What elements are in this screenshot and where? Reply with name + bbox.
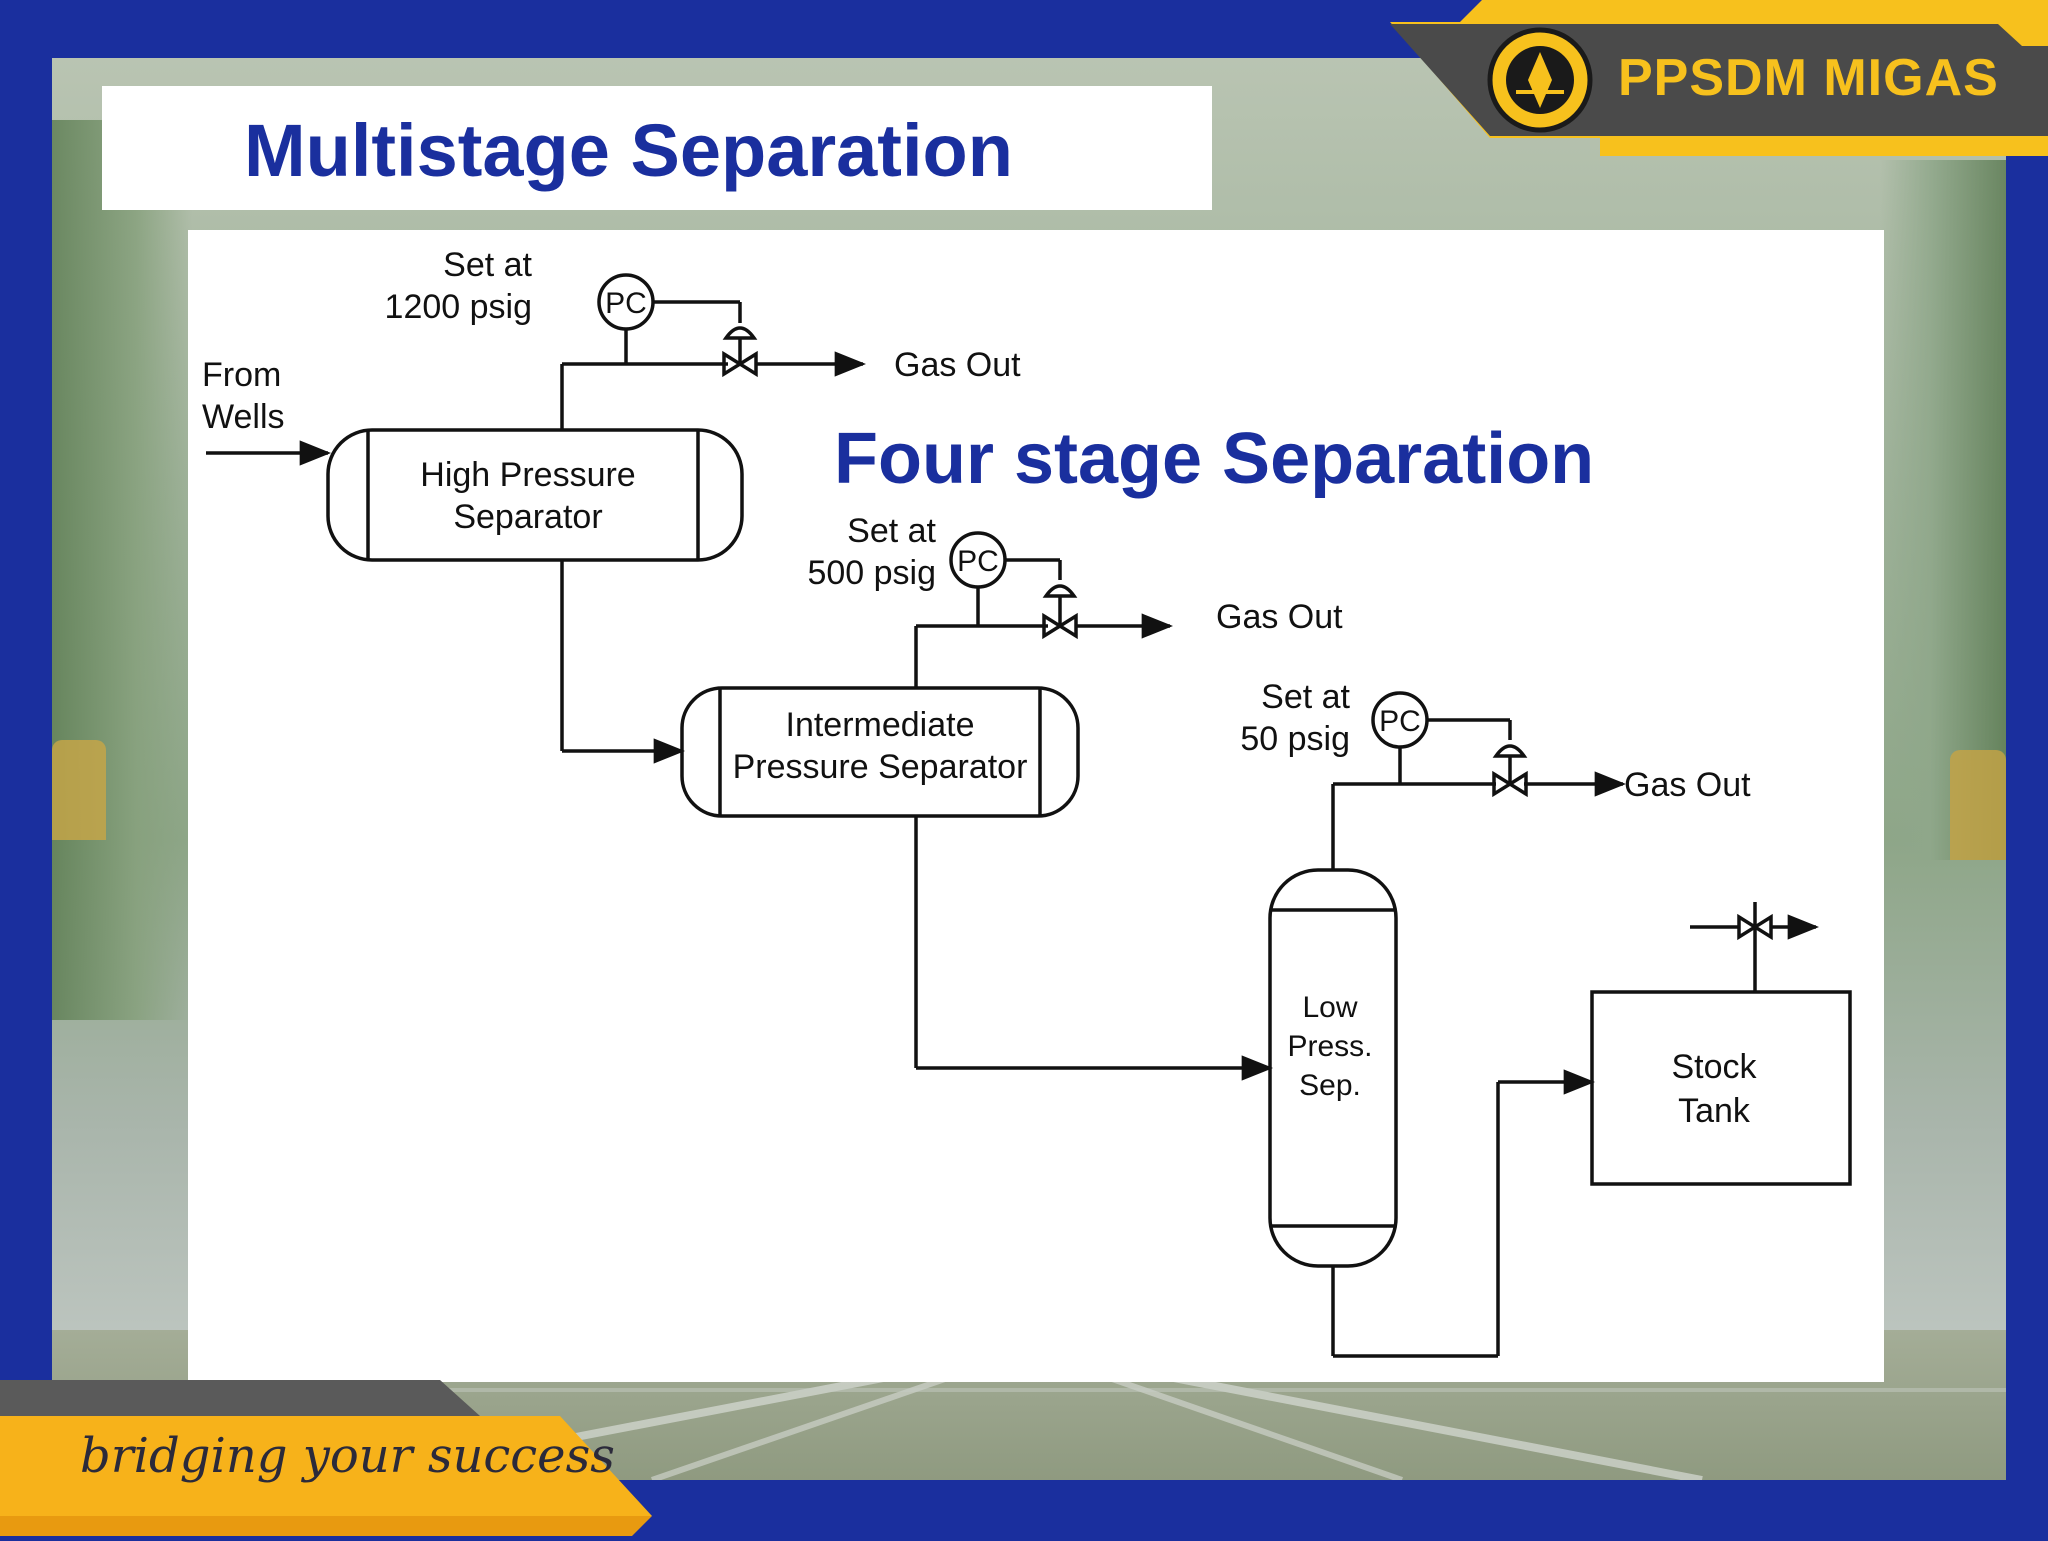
- lp-setpoint-label-2: 50 psig: [1240, 720, 1350, 758]
- title-box: [102, 86, 1212, 210]
- brand-header: [1390, 0, 2048, 160]
- ip-separator-vessel: [680, 686, 1080, 818]
- lp-control-valve: [1492, 770, 1528, 798]
- diagram-subtitle: Four stage Separation: [834, 419, 1595, 499]
- slide-title: Multistage Separation: [244, 109, 1013, 192]
- ministry-logo-icon: [1487, 27, 1593, 133]
- footer-tagline-tab: [0, 1380, 660, 1536]
- lp-setpoint-label-1: Set at: [1261, 678, 1350, 716]
- brand-name: PPSDM MIGAS: [1618, 49, 1999, 107]
- ip-valve-actuator: [1042, 584, 1078, 598]
- hp-gas-out-label: Gas Out: [894, 346, 1021, 384]
- hp-control-valve: [722, 350, 758, 378]
- inlet-label-1: From: [202, 356, 281, 394]
- separation-diagram: From Wells High Pressure Separator Set a…: [188, 230, 1884, 1382]
- stock-tank-label-2: Tank: [1678, 1092, 1751, 1130]
- ip-gas-out-label: Gas Out: [1216, 598, 1343, 636]
- hp-setpoint-label-1: Set at: [443, 246, 532, 284]
- hp-valve-actuator: [722, 326, 758, 340]
- lp-pc-label: PC: [1379, 705, 1421, 738]
- lp-separator-label-1: Low: [1302, 991, 1357, 1024]
- lp-separator-label-3: Sep.: [1299, 1069, 1361, 1102]
- tagline: bridging your success: [80, 1428, 615, 1484]
- stock-tank-label-1: Stock: [1671, 1048, 1757, 1086]
- hp-pc-label: PC: [605, 287, 647, 320]
- ip-separator-label-1: Intermediate: [786, 706, 975, 744]
- ip-separator-label-2: Pressure Separator: [733, 748, 1028, 786]
- hp-separator-label-2: Separator: [453, 498, 602, 536]
- background-valve-left: [52, 740, 106, 840]
- hp-separator-vessel: [326, 428, 744, 562]
- hp-setpoint-label-2: 1200 psig: [385, 288, 532, 326]
- inlet-label-2: Wells: [202, 398, 285, 436]
- ip-control-valve: [1042, 612, 1078, 640]
- lp-separator-label-2: Press.: [1287, 1030, 1372, 1063]
- hp-separator-label-1: High Pressure: [420, 456, 635, 494]
- ip-setpoint-label-1: Set at: [847, 512, 936, 550]
- tank-vent-valve: [1737, 913, 1773, 941]
- ip-setpoint-label-2: 500 psig: [807, 554, 936, 592]
- background-valve-right: [1950, 750, 2006, 860]
- lp-valve-actuator: [1492, 744, 1528, 758]
- background-trees-left: [52, 120, 192, 1020]
- lp-separator-vessel: [1268, 868, 1398, 1268]
- lp-gas-out-label: Gas Out: [1624, 766, 1751, 804]
- ip-pc-label: PC: [957, 545, 999, 578]
- stock-tank: [1590, 990, 1852, 1186]
- background-trees-right: [1880, 160, 2006, 860]
